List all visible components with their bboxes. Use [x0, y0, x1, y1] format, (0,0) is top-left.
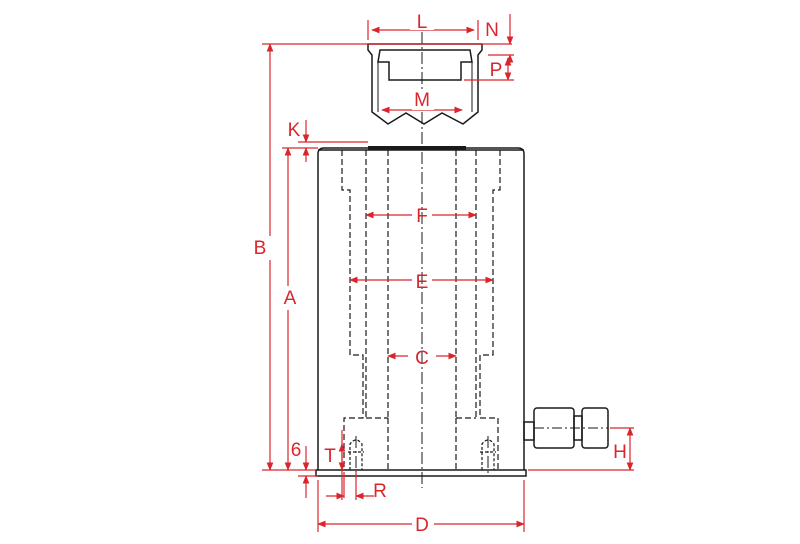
label-R: R	[373, 481, 387, 502]
piston-right-profile	[479, 150, 501, 470]
label-E: E	[416, 272, 429, 293]
label-P: P	[490, 60, 503, 81]
label-F: F	[416, 206, 428, 227]
label-D: D	[415, 515, 429, 536]
label-M: M	[414, 90, 430, 111]
label-N: N	[485, 20, 499, 41]
label-B: B	[254, 238, 267, 259]
dimension-labels: L N P M K B A F E C 6 T R H D	[254, 12, 627, 536]
saddle-recess	[377, 49, 473, 81]
saddle	[367, 43, 483, 125]
base-plate	[315, 469, 527, 477]
label-6: 6	[291, 440, 302, 461]
cylinder-outline	[315, 43, 609, 477]
hose-coupler	[523, 407, 609, 449]
label-C: C	[415, 348, 429, 369]
label-K: K	[288, 120, 301, 141]
label-H: H	[613, 442, 627, 463]
label-L: L	[417, 12, 428, 33]
label-A: A	[284, 288, 297, 309]
piston-left-profile	[341, 150, 364, 470]
hidden-internal-lines	[341, 150, 501, 470]
body-top-cap	[368, 146, 466, 150]
label-T: T	[324, 446, 336, 467]
